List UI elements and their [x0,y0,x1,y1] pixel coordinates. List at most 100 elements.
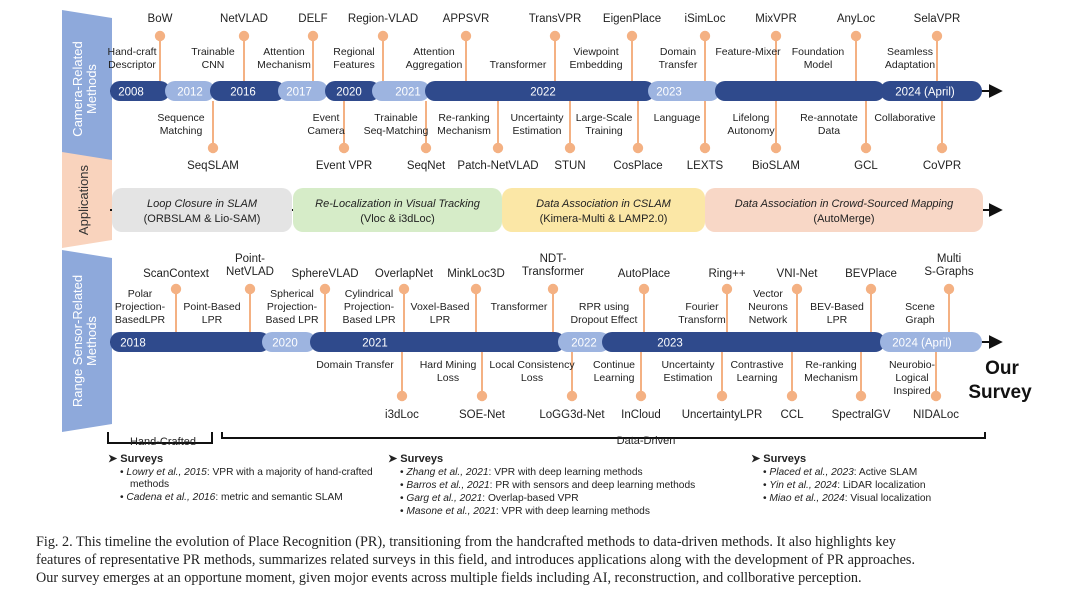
camera-bottom-pin-dot [338,142,350,154]
caption-line-2: features of representative PR methods, s… [36,552,915,568]
surveys-heading: ➤ Surveys [388,453,443,465]
range-year-label: 2021 [362,338,388,350]
camera-year-label: 2020 [336,87,362,99]
range-top-method-label: NetVLAD [226,266,274,278]
survey-entry-continued: methods [130,479,169,490]
application-box [705,188,983,232]
range-bottom-method-label: CCL [780,409,804,421]
camera-top-pin-dot [626,30,638,42]
camera-top-feature-label: CNN [202,59,225,71]
survey-entry: • Yin et al., 2024: LiDAR localization [763,480,926,491]
range-timeline-segment [310,332,565,352]
camera-top-feature-label: Viewpoint [573,46,618,58]
applications-section-band-label: Applications [76,164,91,235]
range-timeline-segment [602,332,885,352]
camera-bottom-feature-label: Collaborative [874,112,935,124]
range-top-pin-dot [943,283,955,295]
camera-top-method-label: DELF [298,13,327,25]
range-year-label: 2024 (April) [892,338,952,350]
data-driven-bracket [221,432,986,439]
camera-top-pin-dot [377,30,389,42]
application-box [502,188,705,232]
camera-top-feature-label: Embedding [569,59,622,71]
range-bottom-method-label: SpectralGV [832,409,891,421]
range-bottom-feature-label: Neurobio- [889,359,936,371]
camera-year-label: 2023 [656,87,682,99]
range-top-feature-label: Transformer [491,301,548,313]
range-year-label: 2020 [272,338,298,350]
camera-bottom-feature-label: Re-ranking [438,112,490,124]
camera-bottom-pin-dot [699,142,711,154]
camera-bottom-method-label: GCL [854,160,878,172]
range-top-feature-label: LPR [430,314,451,326]
range-bottom-pin-dot [635,390,647,402]
camera-bottom-method-label: Patch-NetVLAD [457,160,538,172]
survey-entry: • Miao et al., 2024: Visual localization [763,493,931,504]
data-driven-label: Data-Driven [617,435,676,447]
range-bottom-pin-dot [855,390,867,402]
camera-section-band [62,10,112,168]
range-top-method-label: NDT- [540,253,567,265]
range-bottom-pin-dot [786,390,798,402]
camera-bottom-feature-label: Autonomy [727,125,775,137]
camera-bottom-method-label: BioSLAM [752,160,800,172]
range-section-band-label: Methods [84,316,99,366]
range-bottom-method-label: InCloud [621,409,661,421]
range-top-feature-label: Based LPR [342,314,396,326]
camera-bottom-method-label: LEXTS [687,160,724,172]
camera-bottom-method-label: SeqNet [407,160,446,172]
range-top-feature-label: Network [749,314,788,326]
camera-bottom-method-label: STUN [554,160,585,172]
application-box [293,188,502,232]
range-timeline-segment [880,332,982,352]
range-top-pin-dot [638,283,650,295]
range-bottom-pin-dot [930,390,942,402]
camera-top-feature-label: Features [333,59,374,71]
survey-entry: • Lowry et al., 2015: VPR with a majorit… [120,467,373,478]
survey-entry: • Masone et al., 2021: VPR with deep lea… [400,506,650,517]
range-top-feature-label: RPR using [579,301,629,313]
application-title: Re-Localization in Visual Tracking [315,198,481,210]
range-top-feature-label: Scene [905,301,935,313]
camera-bottom-feature-label: Sequence [157,112,204,124]
camera-bottom-feature-label: Re-annotate [800,112,858,124]
camera-top-pin-dot [549,30,561,42]
application-title: Data Association in CSLAM [536,198,672,210]
camera-timeline-segment [278,81,328,101]
camera-top-feature-label: Foundation [792,46,845,58]
range-bottom-pin-dot [476,390,488,402]
range-bottom-method-label: NIDALoc [913,409,959,421]
range-year-label: 2023 [657,338,683,350]
camera-top-pin-dot [238,30,250,42]
camera-bottom-feature-label: Estimation [512,125,561,137]
camera-year-label: 2016 [230,87,256,99]
camera-bottom-feature-label: Language [654,112,701,124]
range-top-feature-label: LPR [827,314,848,326]
camera-top-pin-dot [307,30,319,42]
figure-caption: Fig. 2. This timeline the evolution of P… [36,533,1066,587]
range-bottom-method-label: SOE-Net [459,409,506,421]
camera-top-feature-label: Hand-craft [107,46,156,58]
range-top-feature-label: Dropout Effect [571,314,638,326]
camera-top-method-label: APPSVR [443,13,490,25]
range-top-method-label: Ring++ [708,268,745,280]
camera-top-pin-dot [460,30,472,42]
camera-bottom-feature-label: Lifelong [733,112,770,124]
range-top-feature-label: Point-Based [183,301,240,313]
range-top-method-label: SphereVLAD [291,268,358,280]
camera-timeline-segment [425,81,655,101]
camera-top-feature-label: Domain [660,46,696,58]
range-top-pin-dot [398,283,410,295]
range-bottom-method-label: LoGG3d-Net [539,409,605,421]
camera-top-feature-label: Trainable [191,46,235,58]
caption-line-1: Fig. 2. This timeline the evolution of P… [36,534,896,550]
application-title: Data Association in Crowd-Sourced Mappin… [735,198,954,210]
range-top-method-label: OverlapNet [375,268,434,280]
range-top-feature-label: Cylindrical [345,288,393,300]
hand-crafted-bracket [107,432,213,444]
range-top-feature-label: Transform [678,314,726,326]
application-subtitle: (Vloc & i3dLoc) [360,213,435,225]
range-top-feature-label: Vector [753,288,783,300]
range-top-pin-dot [865,283,877,295]
camera-bottom-feature-label: Data [818,125,840,137]
